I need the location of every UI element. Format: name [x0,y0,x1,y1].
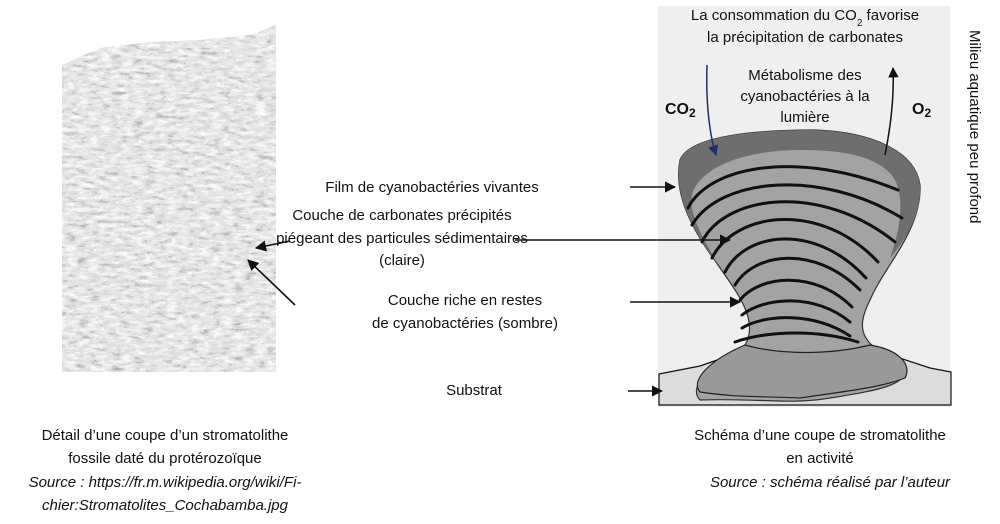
metabolism-text-3: lumière [780,109,829,126]
base-mound [696,344,908,399]
stromatolite-schema [658,6,952,407]
carbonate-precipitation-text: la précipitation de carbonates [707,29,903,46]
metabolism-text-2: cyanobactéries à la [740,88,870,105]
left-source-2: chier:Stromatolites_Cochabamba.jpg [42,497,289,514]
right-source: Source : schéma réalisé par l’auteur [710,474,951,491]
carbonates-label-1: Couche de carbonates précipités [292,207,511,224]
pointer-arrows [247,181,742,397]
right-caption-1: Schéma d’une coupe de stromatolithe [694,427,946,444]
fossil-photo [62,25,276,372]
environment-label: Milieu aquatique peu profond [966,30,983,223]
carbonates-label-2: piégeant des particules sédimentaires [276,230,528,247]
laminae [686,165,904,344]
film-label: Film de cyanobactéries vivantes [325,179,538,196]
living-film [678,130,921,265]
o2-arrow [884,66,899,156]
rich-layer-label-1: Couche riche en restes [388,292,542,309]
co2-consumption-text: La consommation du CO2 favorise [691,7,919,29]
co2-arrow [706,64,719,157]
right-caption-2: en activité [786,450,854,467]
carbonates-label-3: (claire) [379,252,425,269]
co2-label: CO2 [665,101,696,120]
substrate-label: Substrat [446,382,503,399]
left-source-1: Source : https://fr.m.wikipedia.org/wiki… [29,474,302,491]
left-caption-1: Détail d’une coupe d’un stromatolithe [42,427,289,444]
rich-layer-label-2: de cyanobactéries (sombre) [372,315,558,332]
left-caption-2: fossile daté du protérozoïque [68,450,261,467]
metabolism-text-1: Métabolisme des [748,67,861,84]
o2-label: O2 [912,101,931,120]
